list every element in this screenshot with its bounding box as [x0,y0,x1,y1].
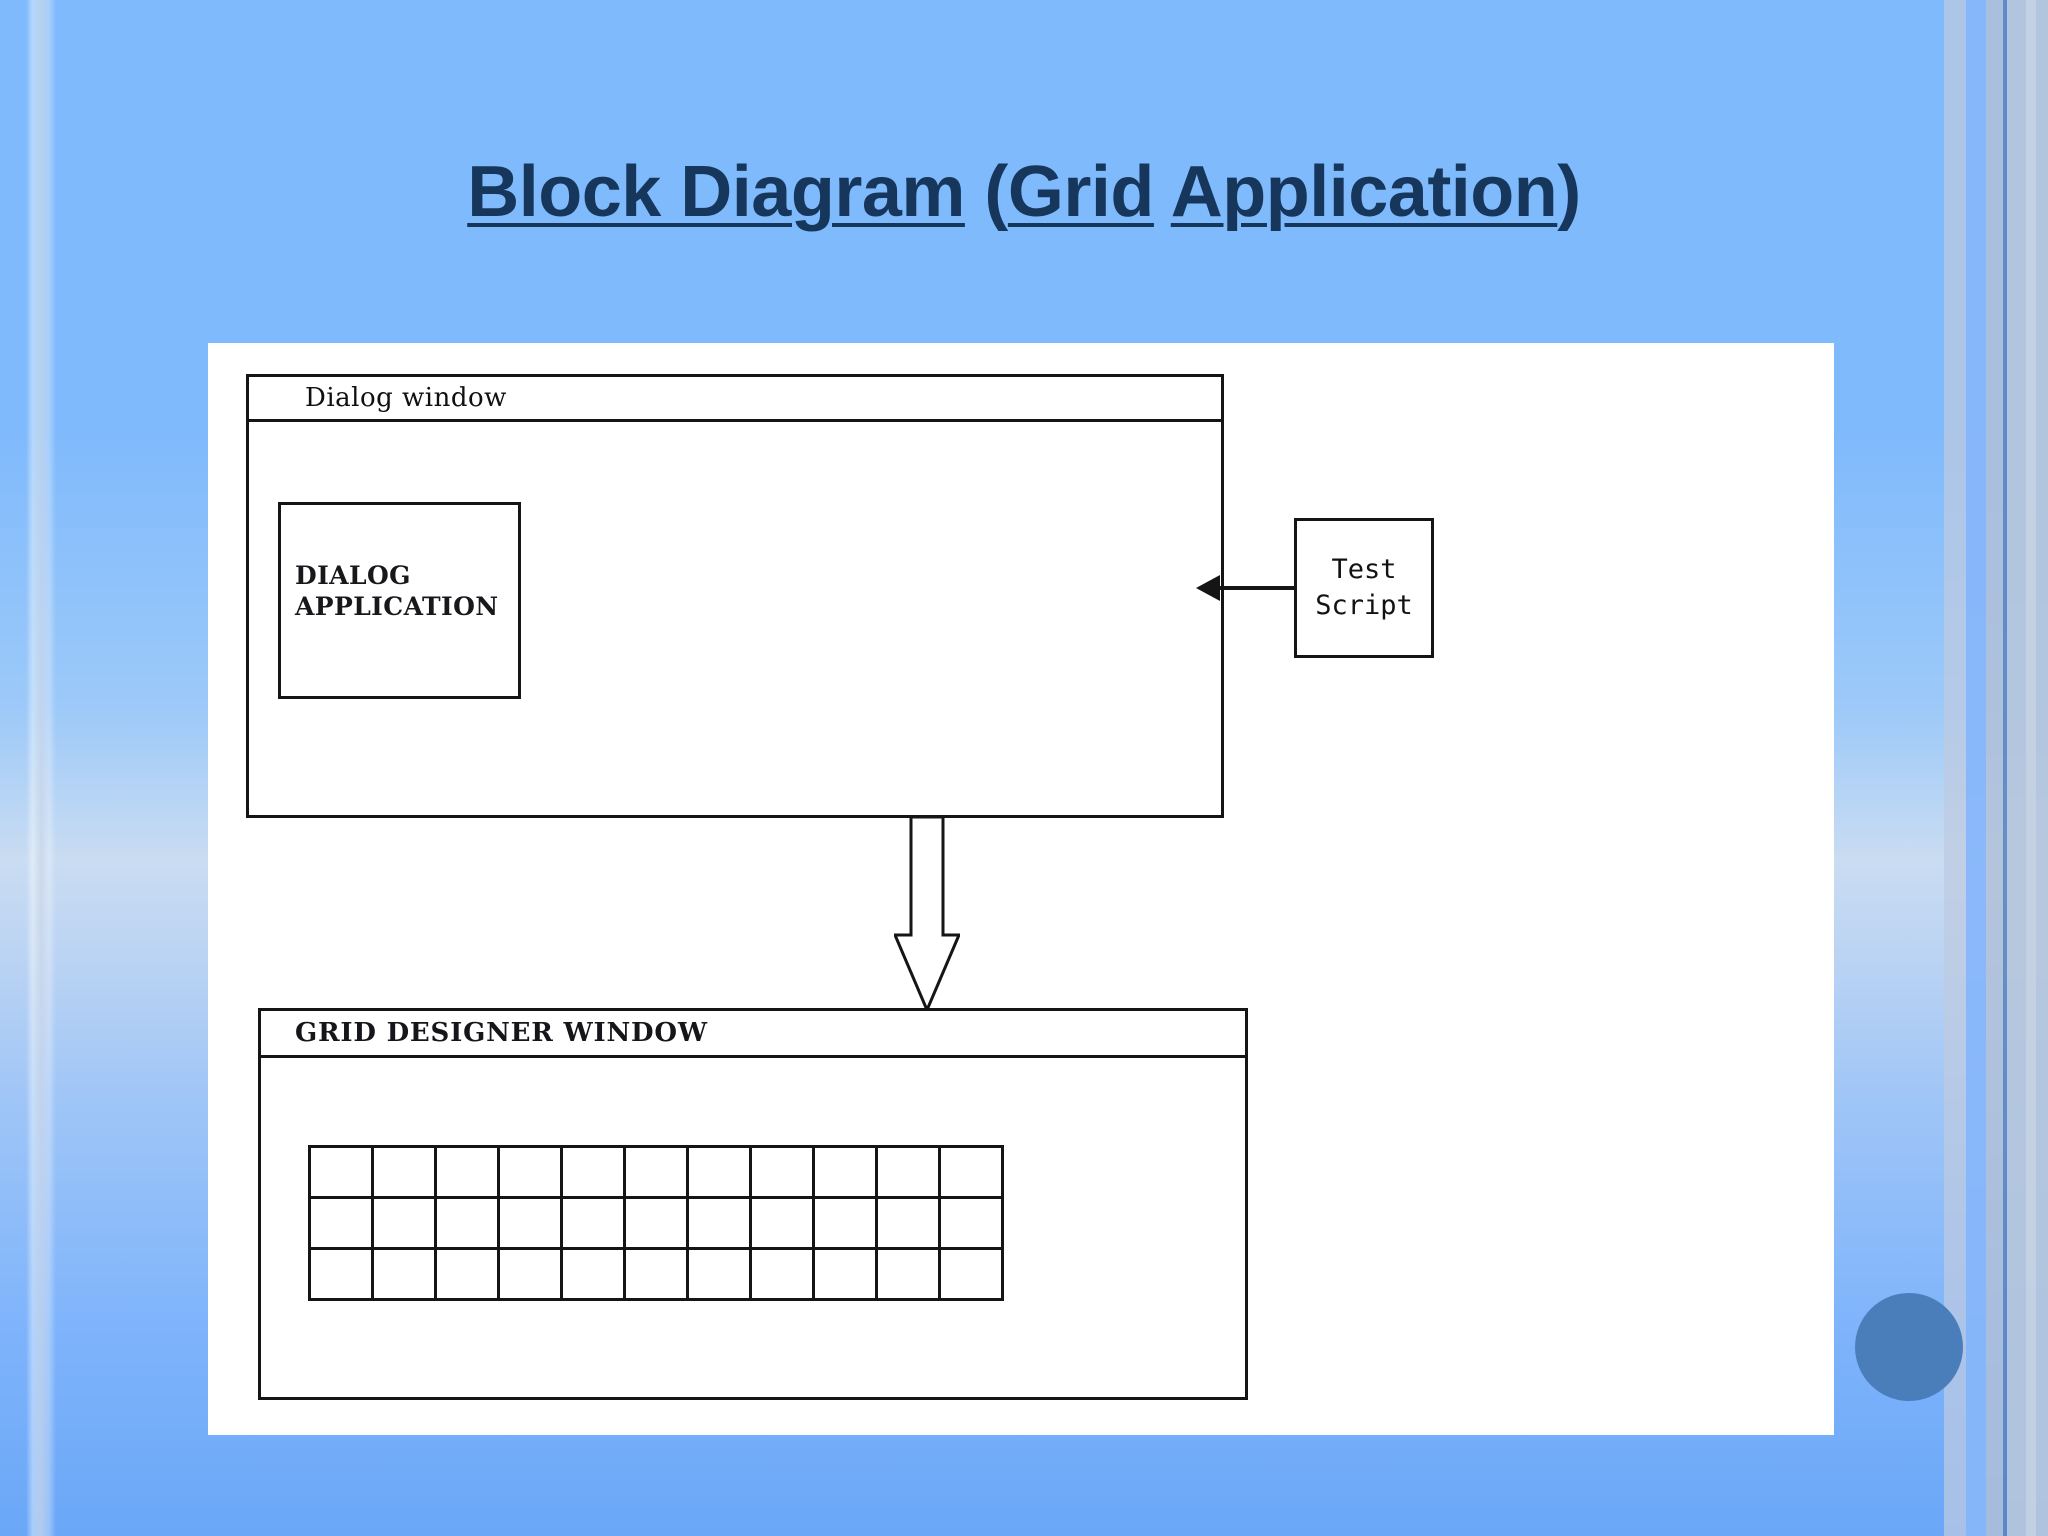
right-band-2 [1966,0,1986,1536]
left-decorative-band [26,0,56,1536]
designer-grid-cell[interactable] [623,1247,689,1301]
designer-grid-cell[interactable] [875,1145,941,1199]
title-segment-space [1154,152,1171,232]
page-title: Block Diagram (Grid Application) [0,156,2048,228]
designer-grid-cell[interactable] [371,1145,437,1199]
designer-grid-cell[interactable] [623,1196,689,1250]
dialog-window-titlebar: Dialog window [249,377,1221,422]
grid-designer-title-label: GRID DESIGNER WINDOW [295,1018,708,1048]
designer-grid-cell[interactable] [938,1247,1004,1301]
designer-grid-cell[interactable] [371,1196,437,1250]
dialog-window-title-label: Dialog window [305,383,507,413]
right-band-1 [1944,0,1966,1536]
designer-grid-cell[interactable] [308,1196,374,1250]
test-script-to-dialog-arrow-shaft [1213,586,1296,590]
designer-grid-cell[interactable] [749,1247,815,1301]
grid-designer-titlebar: GRID DESIGNER WINDOW [261,1011,1245,1058]
test-script-label-group: Test Script [1315,552,1413,625]
designer-grid-cell[interactable] [875,1196,941,1250]
title-segment-grid: Grid [1007,152,1155,233]
dialog-to-grid-arrow-icon [894,817,960,1012]
designer-grid-cell[interactable] [434,1196,500,1250]
designer-grid-cell[interactable] [560,1247,626,1301]
designer-grid-cell[interactable] [434,1247,500,1301]
block-diagram-image: Dialog window DIALOG APPLICATION Test Sc… [208,343,1834,1435]
title-segment-application: Application [1170,152,1558,233]
dialog-application-label-line2: APPLICATION [295,592,499,622]
designer-grid-table [308,1145,1004,1301]
title-segment-block-diagram: Block Diagram [467,152,965,233]
designer-grid-row [308,1196,1004,1250]
right-band-rule [2003,0,2007,1536]
designer-grid-cell[interactable] [686,1196,752,1250]
test-script-label-line2: Script [1315,590,1413,621]
dialog-application-label-group: DIALOG APPLICATION [295,560,499,623]
designer-grid-cell[interactable] [560,1145,626,1199]
right-decorative-bands [1938,0,2048,1536]
title-segment-open-paren: ( [964,152,1008,233]
designer-grid-cell[interactable] [812,1247,878,1301]
designer-grid-cell[interactable] [812,1196,878,1250]
designer-grid-body [308,1145,1004,1301]
designer-grid-cell[interactable] [371,1247,437,1301]
designer-grid-cell[interactable] [938,1145,1004,1199]
designer-grid-cell[interactable] [686,1247,752,1301]
designer-grid-cell[interactable] [497,1247,563,1301]
right-band-inner [2026,0,2036,1536]
title-segment-close-paren: ) [1557,152,1581,233]
designer-grid-row [308,1247,1004,1301]
designer-grid-cell[interactable] [497,1145,563,1199]
right-band-3 [1986,0,2004,1536]
designer-grid-cell[interactable] [497,1196,563,1250]
designer-grid-cell[interactable] [875,1247,941,1301]
test-script-block: Test Script [1294,518,1434,658]
designer-grid-cell[interactable] [560,1196,626,1250]
designer-grid-row [308,1145,1004,1199]
designer-grid-cell[interactable] [308,1145,374,1199]
test-script-label-line1: Test [1331,553,1397,585]
dialog-application-label-line1: DIALOG [295,561,411,590]
designer-grid-cell[interactable] [812,1145,878,1199]
decorative-circle [1855,1293,1963,1401]
designer-grid-cell[interactable] [938,1196,1004,1250]
dialog-application-block: DIALOG APPLICATION [278,502,521,699]
designer-grid-cell[interactable] [749,1145,815,1199]
designer-grid-cell[interactable] [686,1145,752,1199]
designer-grid-cell[interactable] [623,1145,689,1199]
dialog-window-block: Dialog window DIALOG APPLICATION [246,374,1224,818]
designer-grid-cell[interactable] [308,1247,374,1301]
test-script-to-dialog-arrow-head-icon [1196,575,1220,601]
designer-grid-cell[interactable] [749,1196,815,1250]
grid-designer-window-block: GRID DESIGNER WINDOW [258,1008,1248,1400]
designer-grid-cell[interactable] [434,1145,500,1199]
